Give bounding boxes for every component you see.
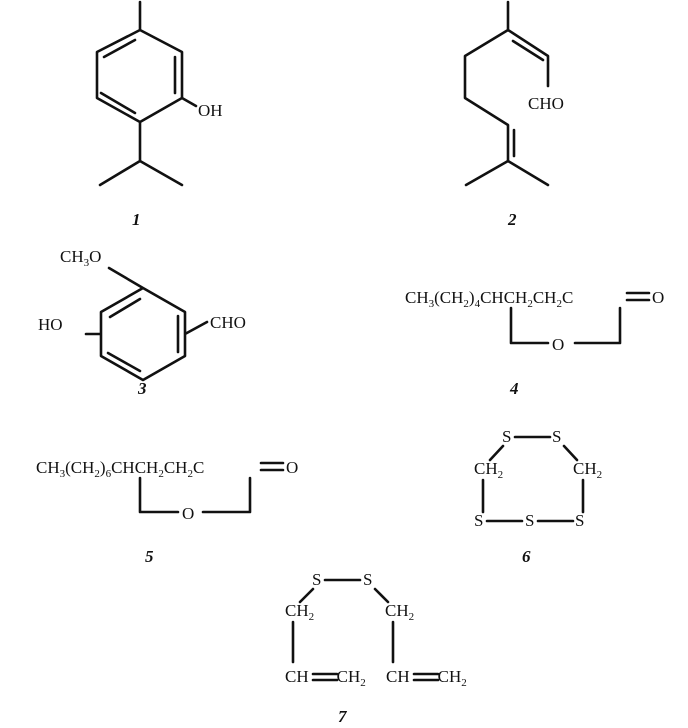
compound-1: OH 1 bbox=[95, 0, 223, 229]
compound-7-bonds bbox=[291, 578, 440, 682]
methylene-label-left: CH2 bbox=[285, 601, 314, 623]
compound-5-bonds bbox=[138, 461, 285, 514]
sulfur-label-4: S bbox=[525, 511, 534, 530]
sulfur-label-1: S bbox=[502, 427, 511, 446]
sulfur-label-1: S bbox=[312, 570, 321, 589]
sulfur-label-2: S bbox=[552, 427, 561, 446]
aldehyde-label: CHO bbox=[210, 313, 246, 332]
methoxy-label: CH3O bbox=[60, 247, 101, 269]
compound-3-bonds bbox=[84, 266, 209, 382]
compound-number-6: 6 bbox=[522, 547, 531, 566]
sulfur-label-2: S bbox=[363, 570, 372, 589]
alkyl-chain-label: CH3(CH2)4CHCH2CH2C bbox=[405, 288, 573, 310]
compound-5: CH3(CH2)6CHCH2CH2C O O 5 bbox=[36, 458, 298, 566]
sulfur-label-5: S bbox=[575, 511, 584, 530]
compound-number-5: 5 bbox=[145, 547, 154, 566]
compound-2: CHO 2 bbox=[463, 0, 564, 229]
compound-number-1: 1 bbox=[132, 210, 141, 229]
alkyl-chain-label: CH3(CH2)6CHCH2CH2C bbox=[36, 458, 204, 480]
carbonyl-oxygen-label: O bbox=[652, 288, 664, 307]
compound-3: CH3O HO CHO 3 bbox=[38, 247, 246, 398]
aldehyde-label: CHO bbox=[528, 94, 564, 113]
compound-6: S S CH2 CH2 S S S 6 bbox=[474, 427, 602, 566]
compound-6-bonds bbox=[481, 435, 585, 523]
compound-4-bonds bbox=[509, 291, 651, 345]
compound-2-bonds bbox=[463, 0, 550, 187]
ring-oxygen-label: O bbox=[552, 335, 564, 354]
hydroxyl-label: OH bbox=[198, 101, 223, 120]
compound-4: CH3(CH2)4CHCH2CH2C O O 4 bbox=[405, 288, 664, 398]
sulfur-label-3: S bbox=[474, 511, 483, 530]
carbonyl-oxygen-label: O bbox=[286, 458, 298, 477]
compound-number-2: 2 bbox=[507, 210, 517, 229]
hydroxyl-label: HO bbox=[38, 315, 63, 334]
methylene-label-left: CH2 bbox=[474, 459, 503, 481]
compound-number-3: 3 bbox=[137, 379, 147, 398]
compound-1-bonds bbox=[95, 0, 198, 187]
compound-number-7: 7 bbox=[338, 707, 348, 726]
methylene-label-right: CH2 bbox=[573, 459, 602, 481]
ring-oxygen-label: O bbox=[182, 504, 194, 523]
methylene-label-right: CH2 bbox=[385, 601, 414, 623]
compound-number-4: 4 bbox=[509, 379, 519, 398]
